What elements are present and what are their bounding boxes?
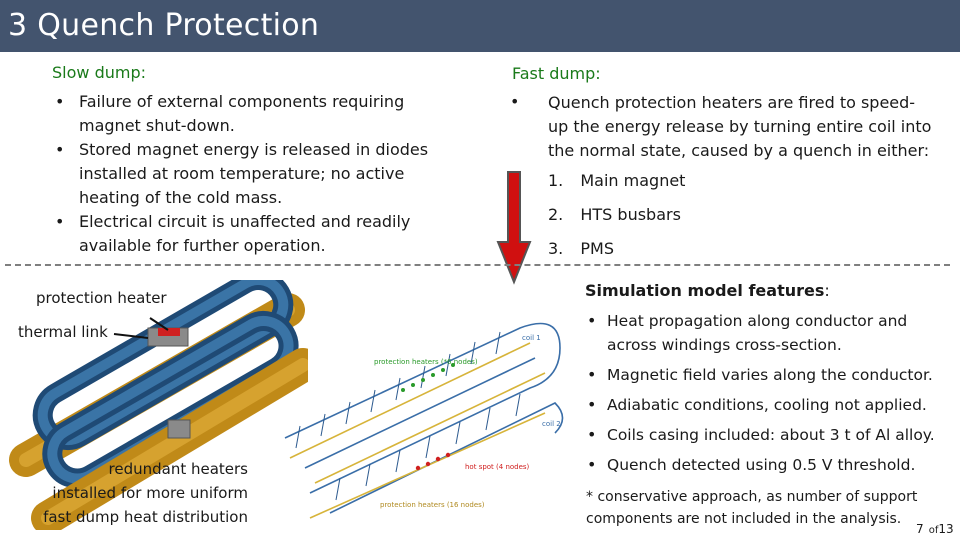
bullet-dot: • xyxy=(510,92,520,111)
coil2-label: coil 2 xyxy=(542,420,561,428)
sim-line: Magnetic field varies along the conducto… xyxy=(607,366,933,384)
redundant-line: fast dump heat distribution xyxy=(43,508,248,526)
simulation-bullet: • Coils casing included: about 3 t of Al… xyxy=(585,423,955,447)
fast-dump-item: 1. Main magnet xyxy=(548,169,685,193)
bullet-line: magnet shut-down. xyxy=(79,116,235,135)
slow-dump-list: • Failure of external components requiri… xyxy=(52,90,472,258)
bullet-dot: • xyxy=(587,455,597,474)
sim-line: Heat propagation along conductor and xyxy=(607,312,908,330)
magnet-figure xyxy=(9,280,308,530)
fast-dump-line: the normal state, caused by a quench in … xyxy=(548,141,930,160)
bullet-dot: • xyxy=(55,92,65,111)
coil1-label: coil 1 xyxy=(522,334,541,342)
simulation-bullet: • Adiabatic conditions, cooling not appl… xyxy=(585,393,955,417)
bullet-dot: • xyxy=(587,425,597,444)
prot-heaters-16-label: protection heaters (16 nodes) xyxy=(380,501,485,509)
page-total: 13 xyxy=(938,522,954,536)
footnote-line: components are not included in the analy… xyxy=(586,511,902,527)
dashed-divider xyxy=(5,264,950,266)
bullet-dot: • xyxy=(587,395,597,414)
slide-title: 3 Quench Protection xyxy=(8,8,320,43)
fast-dump-text: Quench protection heaters are fired to s… xyxy=(548,91,958,163)
footnote: * conservative approach, as number of su… xyxy=(586,486,917,530)
bullet-dot: • xyxy=(587,311,597,330)
title-bar: 3 Quench Protection xyxy=(0,0,960,52)
bullet-dot: • xyxy=(55,140,65,159)
bullet-line: Electrical circuit is unaffected and rea… xyxy=(79,212,411,231)
bullet-line: Failure of external components requiring xyxy=(79,92,405,111)
mesh-ticks-graphic xyxy=(295,331,521,501)
item-label: HTS busbars xyxy=(580,205,681,224)
sim-line: across windings cross-section. xyxy=(607,336,842,354)
redundant-heaters-label: redundant heaters installed for more uni… xyxy=(20,457,248,529)
coil-assembly-graphic xyxy=(9,280,308,530)
hot-spot-label: hot spot (4 nodes) xyxy=(465,463,530,471)
mesh-figure: coil 1 coil 2 protection heaters (*6 nod… xyxy=(284,322,564,519)
page-current: 7 xyxy=(916,522,924,536)
protection-heater-label: protection heater xyxy=(36,289,167,307)
simulation-bullet: • Magnetic field varies along the conduc… xyxy=(585,363,955,387)
redundant-line: installed for more uniform xyxy=(52,484,248,502)
slow-dump-bullet: • Stored magnet energy is released in di… xyxy=(52,138,472,210)
mesh-coil-graphic xyxy=(284,322,564,514)
mesh-node-dots xyxy=(401,363,455,392)
fast-dump-item: 3. PMS xyxy=(548,237,614,261)
item-label: PMS xyxy=(580,239,614,258)
simulation-bullet: • Quench detected using 0.5 V threshold. xyxy=(585,453,955,477)
red-arrow-icon xyxy=(496,171,532,285)
bullet-dot: • xyxy=(55,212,65,231)
callout-line xyxy=(113,333,149,339)
simulation-heading-colon: : xyxy=(824,281,830,300)
callout-line xyxy=(149,317,169,331)
simulation-heading-text: Simulation model features xyxy=(585,281,825,300)
mesh-heater-graphic xyxy=(289,342,546,519)
page-number: 7 of13 xyxy=(916,518,954,537)
footnote-line: * conservative approach, as number of su… xyxy=(586,489,918,505)
fast-dump-line: up the energy release by turning entire … xyxy=(548,117,932,136)
redundant-line: redundant heaters xyxy=(108,460,249,478)
item-number: 1. xyxy=(548,171,564,190)
item-label: Main magnet xyxy=(580,171,686,190)
page-of: of xyxy=(928,525,939,536)
prot-heaters-6-label: protection heaters (*6 nodes) xyxy=(374,358,478,366)
slow-dump-bullet: • Electrical circuit is unaffected and r… xyxy=(52,210,472,258)
item-number: 2. xyxy=(548,205,564,224)
thermal-link-label: thermal link xyxy=(18,323,108,341)
fast-dump-item: 2. HTS busbars xyxy=(548,203,681,227)
simulation-bullet: • Heat propagation along conductor and a… xyxy=(585,309,955,357)
item-number: 3. xyxy=(548,239,564,258)
bullet-line: Stored magnet energy is released in diod… xyxy=(79,140,429,159)
simulation-list: • Heat propagation along conductor and a… xyxy=(585,309,955,477)
slow-dump-bullet: • Failure of external components requiri… xyxy=(52,90,472,138)
fast-dump-heading: Fast dump: xyxy=(512,64,601,83)
fast-dump-line: Quench protection heaters are fired to s… xyxy=(548,93,916,112)
simulation-heading: Simulation model features: xyxy=(585,279,830,303)
bullet-dot: • xyxy=(587,365,597,384)
slow-dump-heading: Slow dump: xyxy=(52,63,146,82)
bullet-line: available for further operation. xyxy=(79,236,326,255)
bullet-line: installed at room temperature; no active xyxy=(79,164,405,183)
sim-line: Quench detected using 0.5 V threshold. xyxy=(607,456,916,474)
sim-line: Coils casing included: about 3 t of Al a… xyxy=(607,426,935,444)
bullet-line: heating of the cold mass. xyxy=(79,188,283,207)
hot-spot-dots xyxy=(415,452,451,471)
sim-line: Adiabatic conditions, cooling not applie… xyxy=(607,396,927,414)
